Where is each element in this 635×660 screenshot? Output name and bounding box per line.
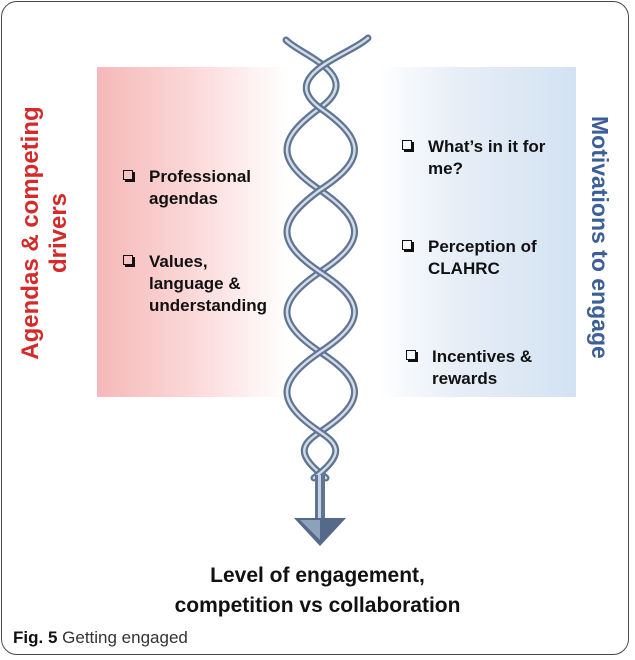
left-panel-background — [97, 67, 287, 397]
right-item-label: Perception of CLAHRC — [428, 237, 537, 278]
left-item-label: Professional agendas — [149, 167, 252, 208]
checkbox-icon — [402, 240, 412, 250]
figure-frame — [1, 1, 629, 655]
outcome-line-1: Level of engagement, — [210, 564, 425, 587]
figure-caption: Fig. 5 Getting engaged — [13, 628, 188, 648]
figure-number: Fig. 5 — [13, 628, 58, 647]
outcome-line-2: competition vs collaboration — [174, 594, 461, 617]
checkbox-icon — [406, 350, 416, 360]
left-item-professional-agendas: Professional agendas — [123, 166, 263, 210]
checkbox-icon — [123, 170, 133, 180]
right-item-label: Incentives & rewards — [432, 347, 533, 388]
left-item-values-language: Values, language & understanding — [123, 251, 283, 317]
right-item-incentives: Incentives & rewards — [406, 346, 556, 390]
right-item-perception: Perception of CLAHRC — [402, 236, 562, 280]
figure-caption-text: Getting engaged — [62, 628, 188, 647]
right-item-label: What’s in it for me? — [428, 137, 546, 178]
left-item-label: Values, language & understanding — [149, 252, 268, 315]
checkbox-icon — [123, 255, 133, 265]
right-panel-background — [378, 67, 576, 397]
checkbox-icon — [402, 140, 412, 150]
right-item-whats-in-it: What’s in it for me? — [402, 136, 572, 180]
